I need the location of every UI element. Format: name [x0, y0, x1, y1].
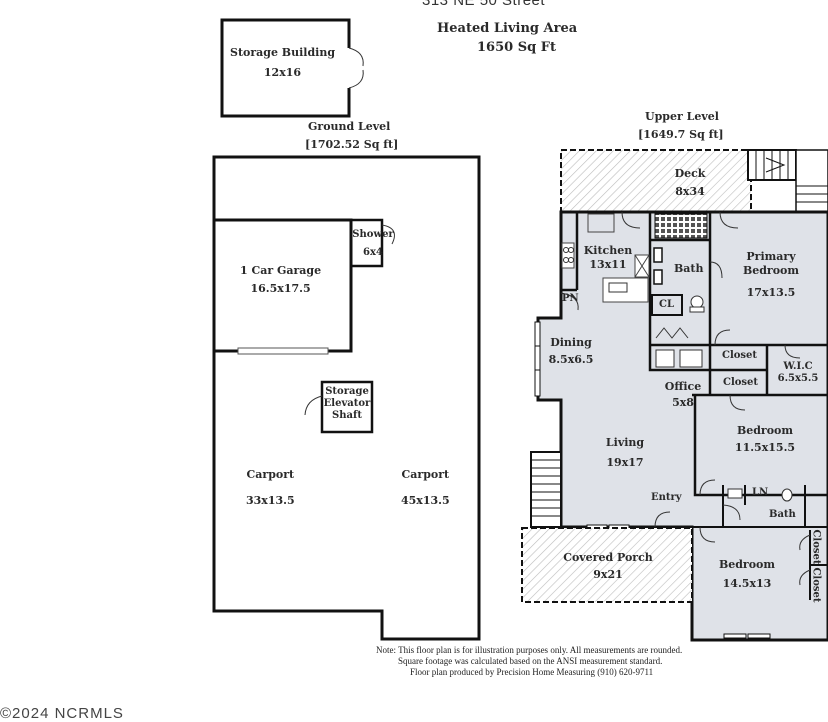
room-name-line1: Primary	[746, 250, 796, 263]
room-covered-porch: Covered Porch 9x21	[560, 551, 656, 582]
room-name: 1 Car Garage	[240, 264, 322, 277]
room-name: Carport	[401, 468, 450, 481]
room-name-line2: Bedroom	[742, 264, 800, 277]
room-pantry: PN	[562, 293, 579, 304]
room-name: Office	[664, 380, 702, 393]
producer-note: Floor plan produced by Precision Home Me…	[410, 667, 654, 677]
heated-area-total: 1650 Sq Ft	[477, 40, 556, 55]
room-shower: Shower 6x4	[351, 229, 395, 259]
room-name: Living	[605, 436, 645, 449]
room-bath-lower: Bath	[769, 509, 796, 520]
room-dims: 6.5x5.5	[777, 373, 819, 384]
room-bath-primary: Bath	[674, 262, 704, 275]
room-dims: 17x13.5	[746, 286, 796, 299]
room-dining: Dining 8.5x6.5	[544, 336, 598, 367]
room-dims: 8x34	[675, 185, 705, 198]
room-dims: 16.5x17.5	[250, 282, 311, 295]
room-dims: 5x8	[672, 396, 694, 409]
ground-level-outline	[212, 155, 481, 641]
room-deck: Deck 8x34	[670, 167, 710, 199]
room-name: W.I.C	[783, 361, 813, 372]
room-entry: Entry	[651, 492, 682, 503]
room-office: Office 5x8	[662, 380, 704, 410]
room-name: Kitchen	[583, 244, 633, 257]
room-closet-cl: CL	[659, 299, 674, 310]
room-dims: 13x11	[589, 258, 627, 271]
upper-level-label: Upper Level	[645, 110, 719, 123]
room-closet-upper: Closet	[722, 350, 758, 361]
room-dims: 9x21	[593, 568, 623, 581]
room-name: Covered Porch	[563, 551, 653, 564]
room-carport-left: Carport 33x13.5	[246, 468, 295, 508]
room-dims: 11.5x15.5	[734, 441, 796, 454]
upper-level-area: [1649.7 Sq ft]	[638, 128, 724, 141]
room-name: Deck	[674, 167, 706, 180]
room-bedroom-middle: Bedroom 11.5x15.5	[734, 424, 796, 455]
disclaimer-note: Note: This floor plan is for illustratio…	[376, 645, 683, 655]
room-dims: 14.5x13	[722, 577, 772, 590]
room-garage: 1 Car Garage 16.5x17.5	[240, 264, 321, 296]
copyright: ©2024 NCRMLS	[0, 705, 124, 722]
room-walk-in-closet: W.I.C 6.5x5.5	[776, 361, 820, 385]
room-name-line3: Shaft	[332, 410, 362, 421]
room-dims: 45x13.5	[401, 494, 450, 507]
room-name: Bedroom	[736, 424, 794, 437]
room-elevator-shaft: Storage Elevator Shaft	[322, 386, 372, 422]
ground-level-label: Ground Level	[308, 120, 391, 133]
room-carport-right: Carport 45x13.5	[401, 468, 450, 508]
room-name: Carport	[246, 468, 295, 481]
heated-area-title: Heated Living Area	[437, 21, 578, 36]
room-name: Bedroom	[718, 558, 776, 571]
room-primary-bedroom: Primary Bedroom 17x13.5	[736, 250, 806, 300]
room-name-line1: Storage	[325, 386, 369, 397]
room-closet-right-2: Closet	[810, 567, 822, 603]
room-dims: 6x4	[363, 247, 383, 258]
property-address: 313 NE 50 Street	[422, 0, 546, 9]
room-closet-lower: Closet	[723, 377, 759, 388]
room-name: Storage Building	[230, 46, 336, 59]
storage-building	[220, 18, 364, 118]
room-dims: 8.5x6.5	[548, 353, 594, 366]
room-living: Living 19x17	[602, 436, 648, 470]
room-storage-building: Storage Building 12x16	[230, 46, 335, 80]
room-bedroom-lower: Bedroom 14.5x13	[716, 558, 778, 591]
room-kitchen: Kitchen 13x11	[582, 244, 634, 272]
room-linen: LN	[752, 487, 769, 498]
room-name-line2: Elevator	[323, 398, 371, 409]
room-dims: 33x13.5	[246, 494, 295, 507]
garage-door	[237, 347, 329, 355]
ground-level-area: [1702.52 Sq ft]	[305, 138, 399, 151]
room-name: Shower	[352, 229, 394, 240]
room-name: Dining	[550, 336, 592, 349]
measurement-note: Square footage was calculated based on t…	[398, 656, 663, 666]
upper-level-plan	[521, 149, 828, 642]
room-dims: 12x16	[263, 66, 302, 79]
room-dims: 19x17	[606, 456, 644, 469]
room-closet-right-1: Closet	[810, 529, 822, 565]
